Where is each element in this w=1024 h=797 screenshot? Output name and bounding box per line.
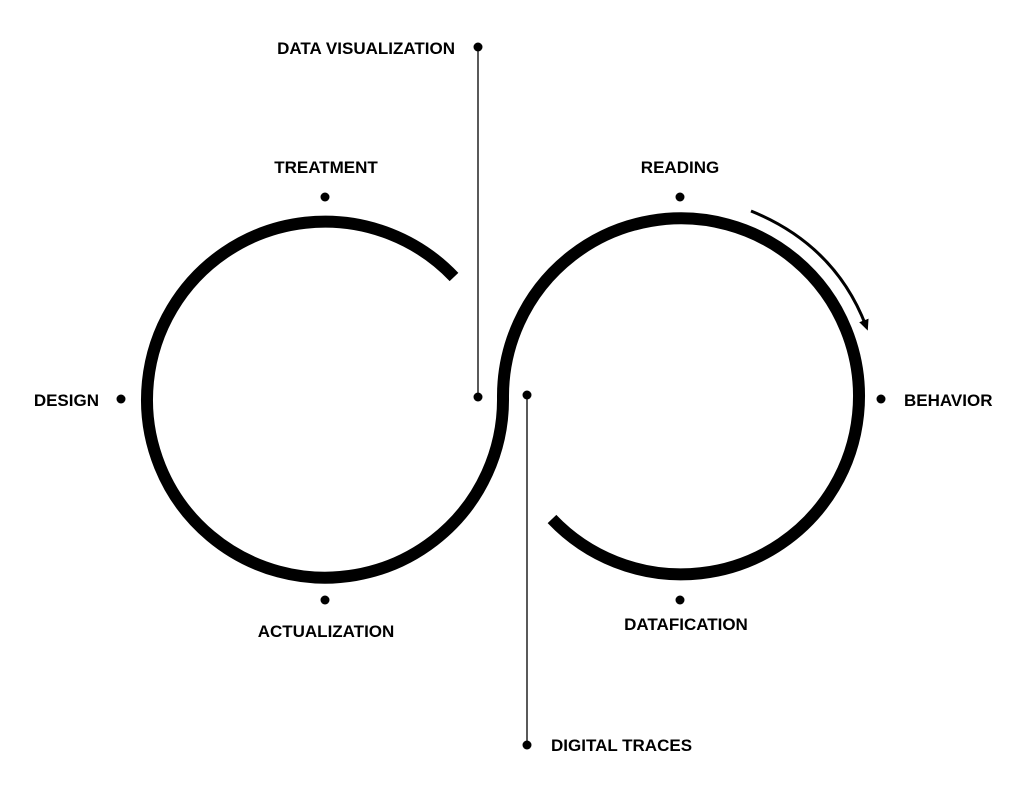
behavior-dot [876, 394, 886, 404]
reading-label: READING [641, 158, 719, 177]
actualization-label: ACTUALIZATION [258, 622, 395, 641]
treatment-label: TREATMENT [274, 158, 378, 177]
data-visualization-dot [473, 42, 483, 52]
behavior-label: BEHAVIOR [904, 391, 992, 410]
design-label: DESIGN [34, 391, 99, 410]
left-loop-arc [141, 215, 510, 584]
right-loop-arc [496, 212, 865, 581]
data-visualization-anchor-dot [473, 392, 483, 402]
data-visualization-label: DATA VISUALIZATION [277, 39, 455, 58]
datafication-label: DATAFICATION [624, 615, 748, 634]
datafication-dot [675, 595, 685, 605]
treatment-dot [320, 192, 330, 202]
actualization-dot [320, 595, 330, 605]
digital-traces-label: DIGITAL TRACES [551, 736, 692, 755]
digital-traces-anchor-dot [522, 390, 532, 400]
digital-traces-dot [522, 740, 532, 750]
design-dot [116, 394, 126, 404]
reading-dot [675, 192, 685, 202]
direction-arrow [750, 209, 869, 331]
